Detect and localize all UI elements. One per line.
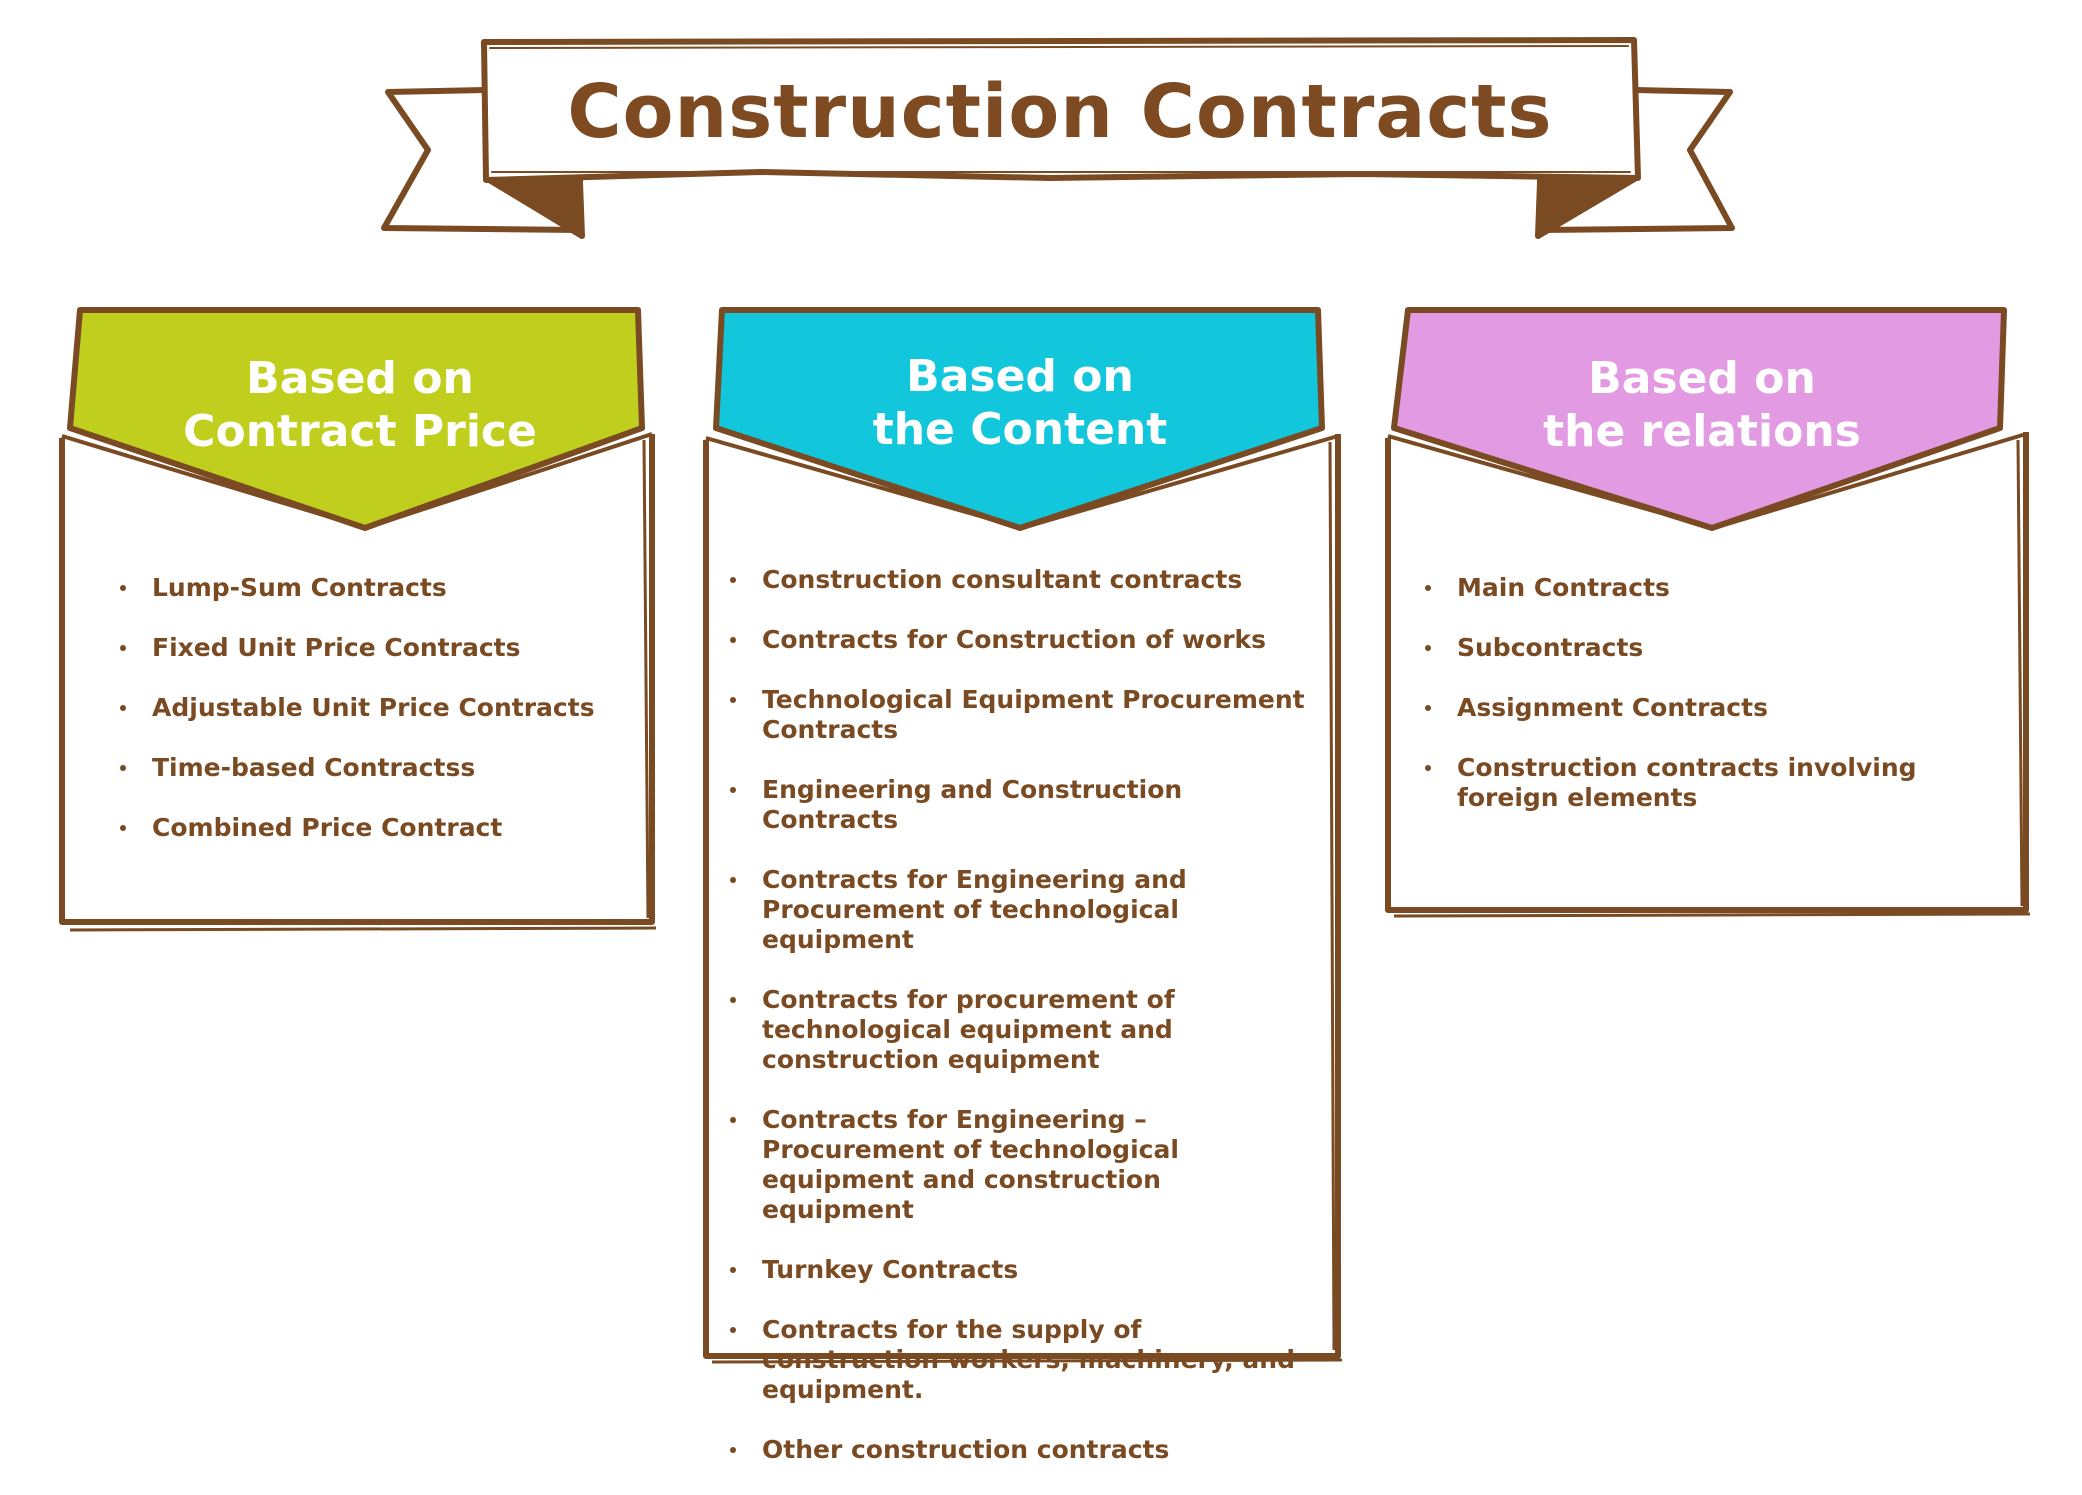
page-title: Construction Contracts [567,69,1553,155]
list-item-label: Technological Equipment Procurement Cont… [762,685,1305,744]
list-item: Subcontracts [1425,633,2005,663]
bullet-icon [730,1267,736,1273]
list-item-label: Contracts for Construction of works [762,625,1267,654]
list-item-label: Lump-Sum Contracts [152,573,447,602]
bullet-icon [120,645,126,651]
bullet-icon [1425,645,1431,651]
list-item-label: Turnkey Contracts [762,1255,1019,1284]
list-item: Main Contracts [1425,573,2005,603]
list-item: Time-based Contractss [120,753,620,783]
content-card-heading: Based on the Content [720,350,1320,456]
relations-heading-line1: Based on [1588,353,1816,404]
title-ribbon [381,37,1735,239]
bullet-icon [730,787,736,793]
list-item-label: Other construction contracts [762,1435,1170,1464]
list-item: Turnkey Contracts [730,1255,1320,1285]
list-item: Lump-Sum Contracts [120,573,620,603]
list-item: Adjustable Unit Price Contracts [120,693,620,723]
bullet-icon [730,1447,736,1453]
bullet-icon [730,1327,736,1333]
bullet-icon [730,877,736,883]
price-heading-line1: Based on [246,353,474,404]
content-item-list: Construction consultant contracts Contra… [730,565,1320,1495]
bullet-icon [120,705,126,711]
list-item-label: Time-based Contractss [152,753,476,782]
bullet-icon [730,697,736,703]
list-item-label: Contracts for procurement of technologic… [762,985,1175,1074]
content-heading-line2: the Content [872,404,1168,455]
list-item-label: Main Contracts [1457,573,1670,602]
list-item: Engineering and Construction Contracts [730,775,1320,835]
list-item: Combined Price Contract [120,813,620,843]
list-item: Contracts for Engineering – Procurement … [730,1105,1320,1225]
relations-card-heading: Based on the relations [1402,352,2002,458]
list-item-label: Fixed Unit Price Contracts [152,633,521,662]
list-item: Contracts for Construction of works [730,625,1320,655]
price-card-heading: Based on Contract Price [80,352,640,458]
list-item-label: Contracts for Engineering and Procuremen… [762,865,1187,954]
bullet-icon [730,637,736,643]
relations-item-list: Main Contracts Subcontracts Assignment C… [1425,573,2005,843]
list-item-label: Construction consultant contracts [762,565,1243,594]
list-item-label: Combined Price Contract [152,813,503,842]
bullet-icon [1425,705,1431,711]
list-item-label: Assignment Contracts [1457,693,1768,722]
list-item-label: Construction contracts involving foreign… [1457,753,1917,812]
list-item: Contracts for the supply of construction… [730,1315,1320,1405]
content-heading-line1: Based on [906,351,1134,402]
relations-heading-line2: the relations [1543,406,1861,457]
list-item-label: Contracts for the supply of construction… [762,1315,1295,1404]
bullet-icon [120,585,126,591]
bullet-icon [730,997,736,1003]
bullet-icon [730,577,736,583]
list-item: Fixed Unit Price Contracts [120,633,620,663]
list-item: Contracts for Engineering and Procuremen… [730,865,1320,955]
list-item-label: Subcontracts [1457,633,1644,662]
bullet-icon [1425,765,1431,771]
list-item: Contracts for procurement of technologic… [730,985,1320,1075]
list-item: Construction contracts involving foreign… [1425,753,2005,813]
bullet-icon [1425,585,1431,591]
list-item-label: Contracts for Engineering – Procurement … [762,1105,1179,1224]
list-item: Technological Equipment Procurement Cont… [730,685,1320,745]
list-item: Other construction contracts [730,1435,1320,1465]
bullet-icon [120,765,126,771]
bullet-icon [730,1117,736,1123]
list-item-label: Engineering and Construction Contracts [762,775,1183,834]
list-item-label: Adjustable Unit Price Contracts [152,693,595,722]
list-item: Assignment Contracts [1425,693,2005,723]
price-heading-line2: Contract Price [183,406,537,457]
price-item-list: Lump-Sum Contracts Fixed Unit Price Cont… [120,573,620,873]
list-item: Construction consultant contracts [730,565,1320,595]
bullet-icon [120,825,126,831]
